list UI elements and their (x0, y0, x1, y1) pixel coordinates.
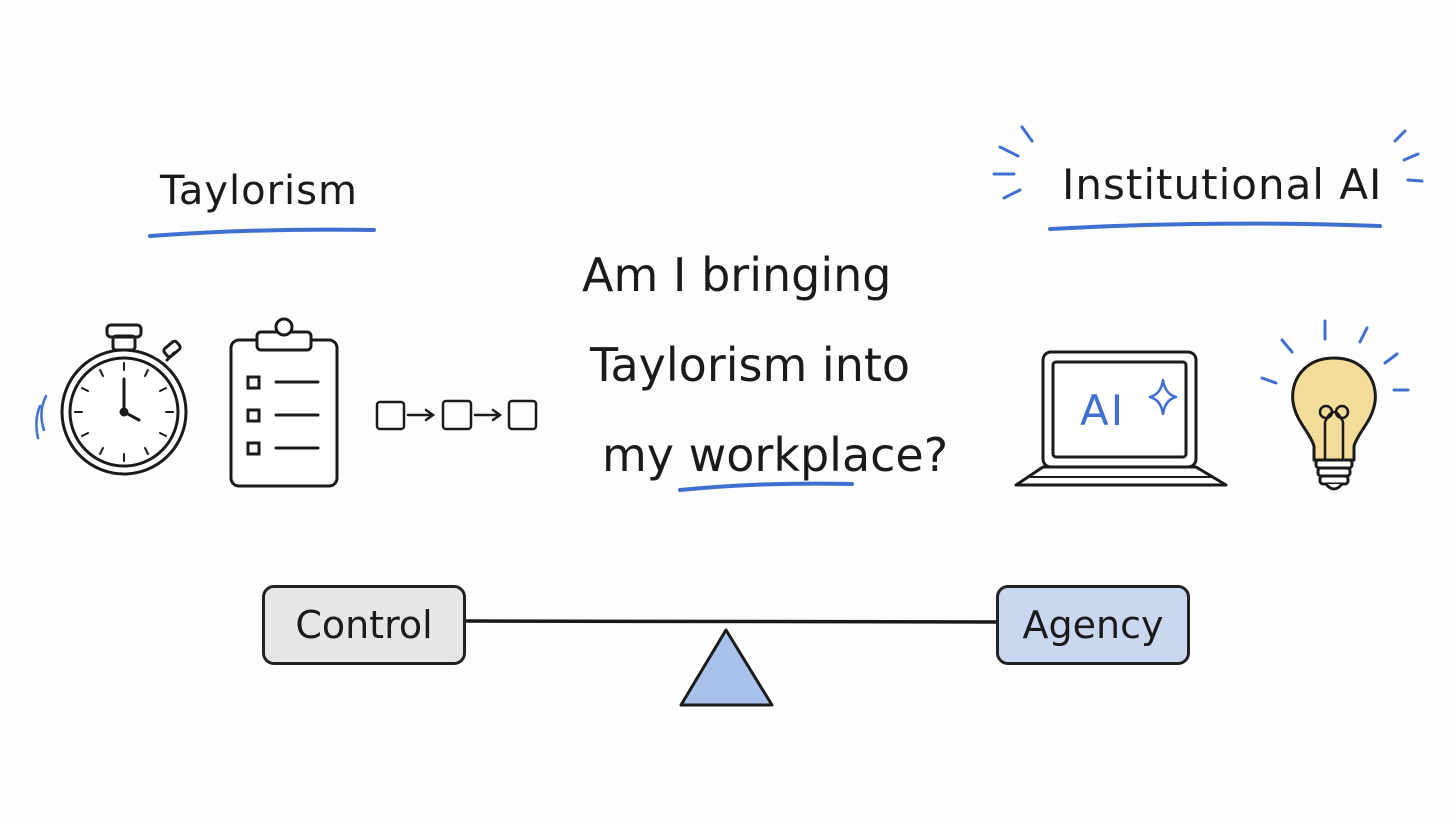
institutional-ai-title: Institutional AI (1062, 160, 1383, 209)
workplace-underline (678, 481, 854, 492)
laptop-ai-icon (1014, 350, 1228, 487)
control-box: Control (262, 585, 466, 665)
lightbulb-icon (1291, 356, 1377, 491)
question-line-3: my workplace? (602, 428, 949, 482)
agency-box: Agency (996, 585, 1190, 665)
motion-lines-icon (35, 394, 48, 440)
lightbulb-rays (1260, 319, 1410, 392)
central-question: Am I bringing Taylorism into my workplac… (560, 230, 949, 500)
taylorism-title: Taylorism (160, 168, 358, 214)
question-line-2: Taylorism into (590, 338, 911, 392)
taylorism-underline (148, 227, 376, 238)
seesaw-fulcrum-icon (679, 628, 774, 707)
seesaw-beam (465, 619, 997, 624)
sparkle-lines-right (1393, 129, 1424, 183)
laptop-screen-text: AI (1080, 386, 1126, 435)
process-flow-icon (375, 399, 538, 431)
stopwatch-icon (60, 323, 188, 476)
institutional-ai-underline (1048, 221, 1382, 231)
sparkle-lines-left (992, 125, 1034, 200)
clipboard-checklist-icon (229, 317, 339, 488)
question-line-1: Am I bringing (582, 248, 892, 302)
